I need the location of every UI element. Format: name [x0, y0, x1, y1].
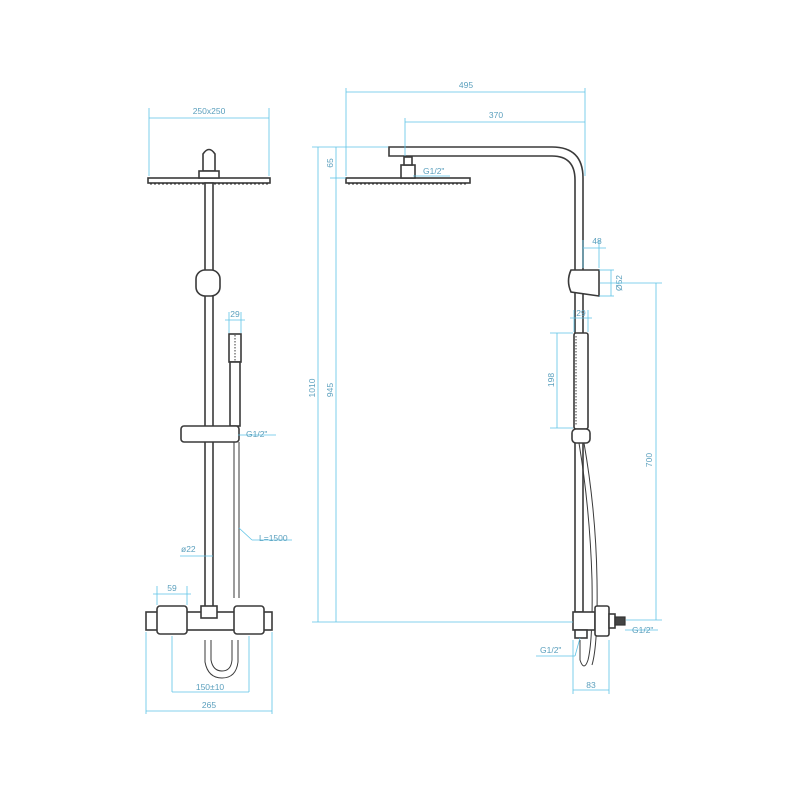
- side-mixer-inlet: [614, 616, 626, 626]
- side-mixer-knob-front: [594, 605, 610, 637]
- side-handset-length-label: 198: [546, 373, 556, 387]
- front-mixer-right-knob: [233, 605, 265, 635]
- front-hose-length-label: L=1500: [259, 533, 288, 543]
- front-mixer-width-label: 265: [202, 700, 216, 710]
- side-arm-length-label: 370: [489, 110, 503, 120]
- front-head-size-label: 250x250: [193, 106, 226, 116]
- front-mixer-outlet-block: [200, 605, 218, 619]
- side-mixer-depth-label: 83: [586, 680, 596, 690]
- front-mixer-centres-label: 150±10: [196, 682, 225, 692]
- side-head-connector-label: G1/2": [423, 166, 444, 176]
- side-outlet-connector-label: G1/2": [540, 645, 561, 655]
- front-head-connector: [198, 170, 220, 179]
- side-slider-height-label: 700: [644, 453, 654, 467]
- side-inlet-connector-label: G1/2": [632, 625, 653, 635]
- side-mixer-body: [572, 611, 596, 631]
- front-mixer-left-knob: [156, 605, 188, 635]
- front-hose: [233, 442, 240, 598]
- side-mixer-wall-plate: [608, 613, 616, 629]
- front-rail-diameter-label: ø22: [181, 544, 196, 554]
- front-slider-holder: [180, 425, 240, 443]
- side-riser-height-label: 945: [325, 383, 335, 397]
- side-mixer-outlet: [574, 629, 588, 639]
- front-riser-pipe: [204, 182, 214, 609]
- side-view: [345, 146, 626, 667]
- front-riser-bracket: [195, 269, 221, 297]
- side-handset-holder: [571, 428, 591, 444]
- side-handset-width-label: 29: [576, 308, 586, 318]
- side-slider-depth-label: 48: [592, 236, 602, 246]
- front-dimensions: 250x250 29 G1/2" L=1500 ø22 59 150±10 26…: [145, 106, 292, 714]
- front-hose-loop: [204, 640, 239, 679]
- front-handset-width-label: 29: [230, 309, 240, 319]
- side-dimensions: 495 370 G1/2" 65 1010 945 48 Ø52: [307, 80, 662, 694]
- side-head-connector: [400, 164, 416, 179]
- side-riser-bracket: [567, 269, 600, 297]
- side-head-swivel: [403, 156, 413, 166]
- front-head-swivel-joint: [202, 148, 216, 172]
- front-mixer-height-label: 59: [167, 583, 177, 593]
- front-view: [145, 148, 273, 679]
- side-overall-reach-label: 495: [459, 80, 473, 90]
- side-total-height-label: 1010: [307, 378, 317, 397]
- side-head-drop-label: 65: [325, 158, 335, 168]
- front-handset-connector-label: G1/2": [246, 429, 267, 439]
- front-handset-handle: [229, 361, 241, 427]
